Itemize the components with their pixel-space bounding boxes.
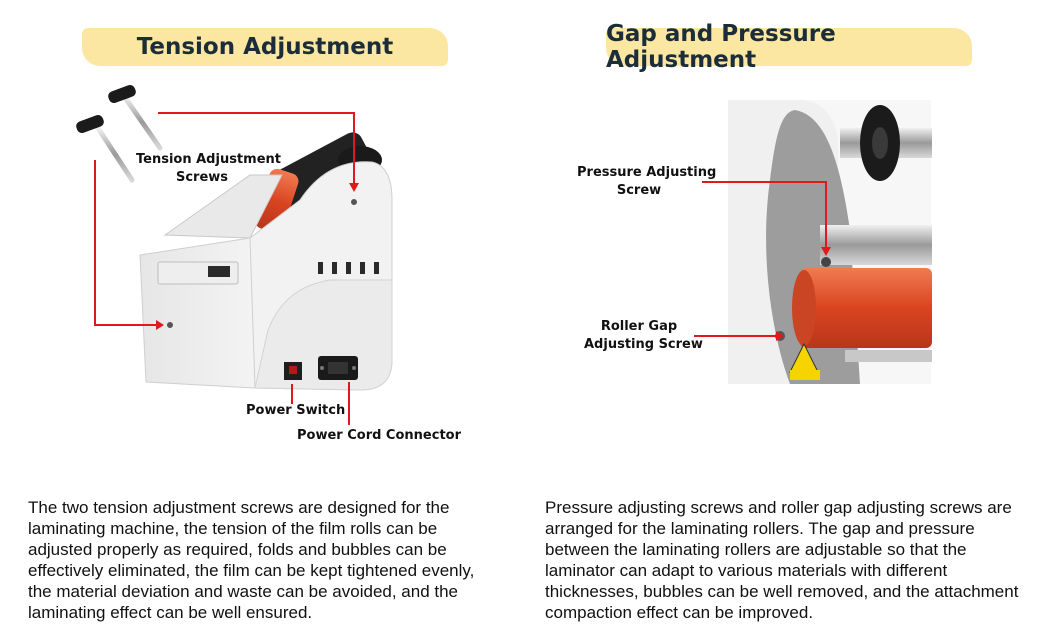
tension-screws-label-line1: Tension Adjustment (136, 152, 281, 167)
pressure-screw-label-line1: Pressure Adjusting (577, 165, 717, 180)
gap-screw-label-line1: Roller Gap (600, 319, 678, 334)
tension-screws-image (76, 84, 163, 183)
left-callout-lines (94, 112, 359, 425)
tension-adjustment-title: Tension Adjustment (82, 28, 448, 66)
gap-screw-label: Roller Gap Adjusting Screw (584, 318, 703, 354)
tension-screws-label: Tension Adjustment Screws (136, 151, 281, 187)
laminator-machine-image (139, 132, 393, 391)
power-cord-label: Power Cord Connector (297, 428, 461, 443)
right-callout-lines (694, 181, 831, 341)
gap-screw-label-line2: Adjusting Screw (584, 337, 703, 352)
power-switch-label: Power Switch (246, 403, 346, 418)
roller-closeup-image (728, 100, 932, 384)
tension-screws-label-line2: Screws (175, 170, 229, 185)
gap-pressure-description: Pressure adjusting screws and roller gap… (545, 498, 1019, 622)
pressure-screw-label: Pressure Adjusting Screw (577, 164, 717, 200)
pressure-screw-label-line2: Screw (616, 183, 662, 198)
tension-description: The two tension adjustment screws are de… (28, 498, 475, 622)
